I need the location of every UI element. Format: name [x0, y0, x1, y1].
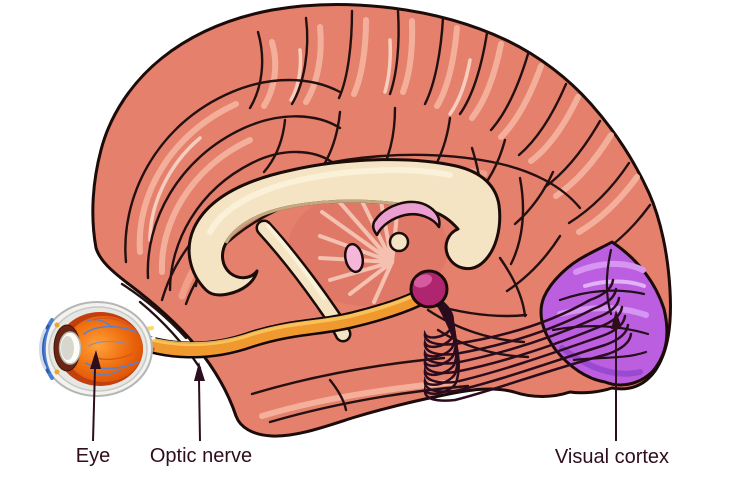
eye-label: Eye	[76, 445, 110, 467]
cornea-iris-arcs	[39, 318, 54, 380]
anterior-nucleus	[343, 242, 365, 274]
brain-illustration	[91, 2, 672, 438]
visual-cortex-label: Visual cortex	[555, 446, 669, 468]
optic-radiations	[423, 278, 633, 402]
interthalamic-adhesion	[388, 231, 410, 253]
eye-arrowhead	[90, 350, 101, 369]
eye-arrow-line	[92, 367, 96, 442]
visual-cortex-arrowhead	[611, 310, 622, 329]
optic-nerve-arrow-line	[198, 379, 201, 442]
thalamus-fan	[318, 183, 402, 304]
ciliary-dot-top	[54, 322, 60, 328]
optic-nerve-label: Optic nerve	[150, 445, 252, 467]
lens-shading	[61, 336, 74, 360]
lgn-nucleus	[409, 269, 449, 309]
optic-nerve-callout: Optic nerve	[150, 362, 252, 467]
eye-illustration	[39, 301, 153, 397]
eye-callout: Eye	[76, 350, 110, 467]
vitreous-body	[65, 316, 143, 382]
corpus-callosum	[187, 158, 502, 297]
optic-nerve-arrowhead	[194, 362, 205, 381]
visual-cortex-callout: Visual cortex	[555, 310, 669, 468]
ciliary-dot-bottom	[54, 369, 60, 375]
fornix-crescent	[371, 200, 441, 237]
thalamus-region	[288, 190, 448, 306]
callouts: Eye Optic nerve Visual cortex	[76, 310, 669, 468]
